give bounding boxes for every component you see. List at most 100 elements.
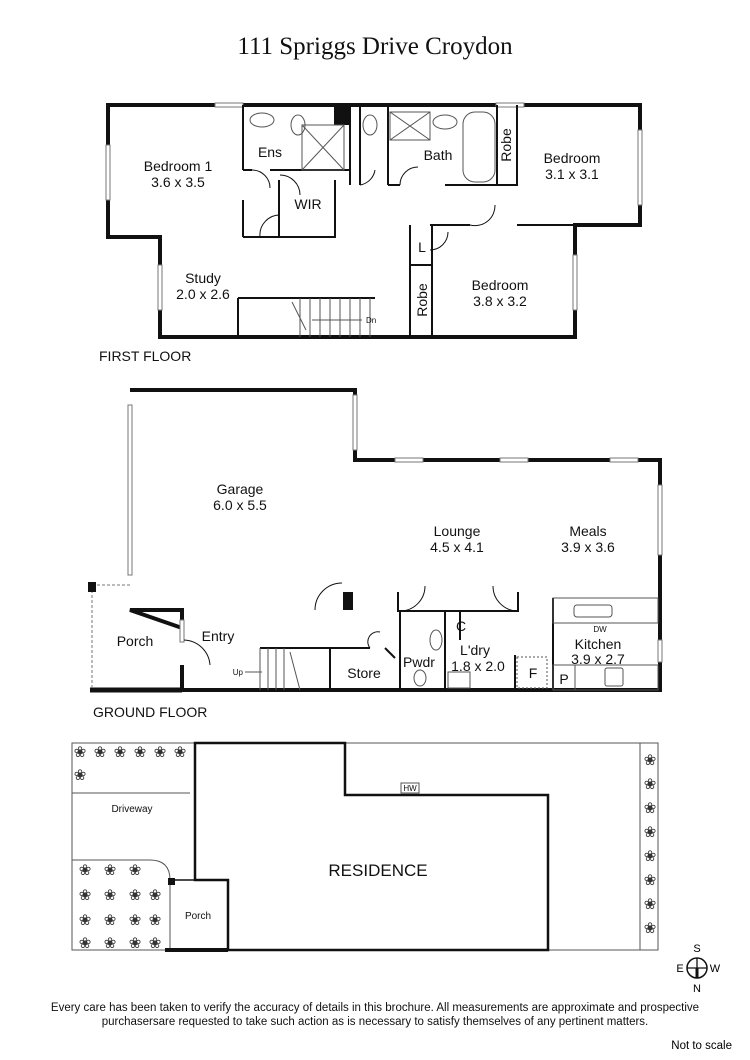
room-name-kitchen: Kitchen <box>575 636 622 652</box>
bathtub <box>462 111 496 183</box>
first-floor-outer-wall <box>106 103 642 339</box>
plant-icon: ❀ <box>134 744 147 761</box>
ground-floor-interior-walls <box>260 592 554 690</box>
room-name-lounge: Lounge <box>434 523 481 539</box>
window <box>394 457 424 463</box>
compass-south: S <box>693 943 700 955</box>
plant-icon: ❀ <box>644 776 657 793</box>
room-name-bath: Bath <box>424 147 453 163</box>
post <box>168 878 175 885</box>
stairs-label: Dn <box>366 316 376 325</box>
ground-floor-plan: DW Up Garage 6.0 x 5.5 Lounge 4.5 x 4.1 … <box>88 388 663 720</box>
plant-icon: ❀ <box>74 744 87 761</box>
sliding-door <box>657 484 663 556</box>
plant-icon: ❀ <box>114 744 127 761</box>
wall-block <box>334 105 350 125</box>
room-size-lounge: 4.5 x 4.1 <box>430 539 484 555</box>
window <box>572 254 578 311</box>
plant-icon: ❀ <box>74 767 87 784</box>
plant-icon: ❀ <box>129 862 142 879</box>
kitchen-bench <box>552 597 659 624</box>
toilet <box>429 629 443 651</box>
room-name-bedroom-3: Bedroom <box>472 277 529 293</box>
room-name-meals: Meals <box>569 523 606 539</box>
room-name-store: Store <box>347 665 381 681</box>
plant-icon: ❀ <box>149 935 162 952</box>
cooktop-icon <box>604 667 624 687</box>
compass: S E W N <box>676 943 720 995</box>
room-name-cupboard: C <box>456 618 466 634</box>
room-size-bedroom-2: 3.1 x 3.1 <box>545 166 599 182</box>
window <box>637 129 643 206</box>
window <box>157 264 163 311</box>
shower-drain <box>301 124 345 171</box>
doors <box>251 166 496 251</box>
plant-icon: ❀ <box>154 744 167 761</box>
plant-icon: ❀ <box>644 872 657 889</box>
plant-icon: ❀ <box>644 848 657 865</box>
room-size-laundry: 1.8 x 2.0 <box>451 658 505 674</box>
plant-icon: ❀ <box>149 887 162 904</box>
stairs-down: Dn <box>291 298 376 337</box>
pantry <box>552 664 576 691</box>
room-name-fridge: F <box>529 665 538 681</box>
room-size-bedroom-3: 3.8 x 3.2 <box>473 293 527 309</box>
plant-icon: ❀ <box>644 896 657 913</box>
driveway-label: Driveway <box>111 804 152 815</box>
first-floor-label: FIRST FLOOR <box>99 348 191 364</box>
sink-icon <box>573 604 613 618</box>
post <box>88 582 96 592</box>
residence-outline <box>193 741 550 952</box>
room-name-bedroom-2: Bedroom <box>544 150 601 166</box>
shower-drain <box>389 111 431 141</box>
ground-floor-label: GROUND FLOOR <box>93 704 207 720</box>
room-name-linen: L <box>418 239 426 255</box>
plant-icon: ❀ <box>644 824 657 841</box>
first-floor-plan: Dn Bedroom 1 3.6 x 3.5 Ens WIR Bath Robe… <box>99 102 643 364</box>
room-name-robe: Robe <box>414 283 430 317</box>
compass-north: N <box>693 983 701 995</box>
room-name-pwdr: Pwdr <box>403 654 435 670</box>
room-name-wir: WIR <box>294 196 321 212</box>
plant-icon: ❀ <box>174 744 187 761</box>
room-name-study: Study <box>185 270 221 286</box>
doors <box>183 582 519 666</box>
room-name-garage: Garage <box>217 481 264 497</box>
room-name-pantry: P <box>559 671 568 687</box>
window <box>499 457 529 463</box>
basin <box>249 112 275 128</box>
room-size-study: 2.0 x 2.6 <box>176 286 230 302</box>
window <box>609 457 639 463</box>
window <box>352 394 358 451</box>
room-name-entry: Entry <box>202 628 235 644</box>
plant-icon: ❀ <box>104 862 117 879</box>
room-name-porch: Porch <box>117 633 154 649</box>
plant-icon: ❀ <box>129 887 142 904</box>
plant-icon: ❀ <box>104 912 117 929</box>
plant-icon: ❀ <box>644 800 657 817</box>
disclaimer-line-2: purchasersare requested to take such act… <box>102 1016 649 1028</box>
residence-label: RESIDENCE <box>328 861 427 880</box>
site-plan: HW Driveway RESIDENCE Porch ❀❀❀❀❀❀❀❀❀❀❀❀… <box>71 741 659 952</box>
room-name-ens: Ens <box>258 144 282 160</box>
window <box>657 639 663 663</box>
toilet <box>290 114 306 136</box>
plant-icon: ❀ <box>104 935 117 952</box>
room-size-kitchen: 3.9 x 2.7 <box>571 651 625 667</box>
hot-water-unit <box>400 782 420 794</box>
window <box>214 102 244 108</box>
plant-icon: ❀ <box>94 744 107 761</box>
room-name-laundry: L'dry <box>460 642 490 658</box>
plant-icon: ❀ <box>129 935 142 952</box>
room-name-robe: Robe <box>498 128 514 162</box>
hot-water-label: HW <box>403 784 417 793</box>
stairs-label: Up <box>233 668 244 677</box>
porch-outline <box>91 584 130 690</box>
window <box>127 404 133 576</box>
fridge-space <box>516 656 548 689</box>
toilet <box>413 669 427 687</box>
plant-icon: ❀ <box>79 935 92 952</box>
plant-icon: ❀ <box>79 862 92 879</box>
page-title: 111 Spriggs Drive Croydon <box>237 33 513 60</box>
